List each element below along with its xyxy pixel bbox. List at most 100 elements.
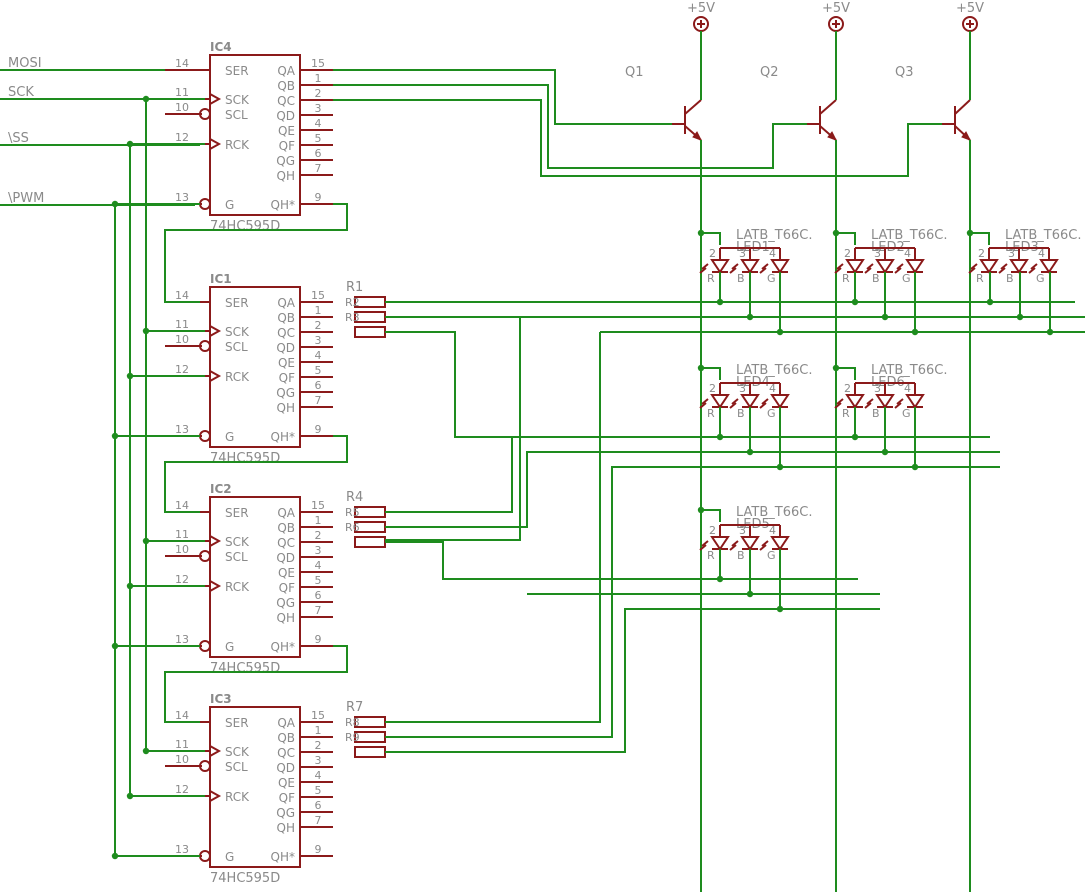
pin-number-14: 14 bbox=[175, 709, 189, 722]
pin-number-6: 6 bbox=[315, 799, 322, 812]
led-anode-wire bbox=[970, 232, 990, 245]
led-emission-arrow bbox=[731, 398, 739, 405]
pin-number-13: 13 bbox=[175, 843, 189, 856]
inverter-bubble bbox=[199, 550, 211, 562]
pin-number-1: 1 bbox=[315, 72, 322, 85]
pin-number-12: 12 bbox=[175, 573, 189, 586]
led-emission-arrow bbox=[701, 540, 709, 547]
led-pin-letter-G: G bbox=[902, 272, 911, 285]
pin-label-QG: QG bbox=[276, 386, 295, 400]
junction-dot bbox=[126, 582, 134, 590]
pin-label-QF: QF bbox=[279, 581, 295, 595]
pin-number-12: 12 bbox=[175, 363, 189, 376]
led-pin-number: 2 bbox=[978, 247, 985, 260]
led-emission-arrow bbox=[896, 398, 904, 405]
resistor-label: R5 bbox=[345, 506, 360, 519]
row-ic2-a bbox=[385, 437, 513, 513]
pin-label-SCL: SCL bbox=[225, 550, 248, 564]
pin-number-9: 9 bbox=[315, 191, 322, 204]
pin-label-RCK: RCK bbox=[225, 790, 250, 804]
ic-body bbox=[209, 496, 301, 658]
led-pin-letter-B: B bbox=[737, 272, 745, 285]
led-emission-arrow bbox=[864, 402, 872, 409]
pin-number-15: 15 bbox=[311, 57, 325, 70]
junction-dot bbox=[881, 448, 889, 456]
clock-marker bbox=[209, 745, 222, 757]
signal-label-2: \SS bbox=[8, 131, 29, 146]
junction-dot bbox=[746, 590, 754, 598]
pin-label-QD: QD bbox=[276, 761, 295, 775]
pin-label-SER: SER bbox=[225, 506, 249, 520]
emitter-arrow bbox=[961, 131, 972, 141]
pin-number-11: 11 bbox=[175, 86, 189, 99]
pin-label-G: G bbox=[225, 850, 234, 864]
led-pin-letter-R: R bbox=[707, 407, 715, 420]
led-part-label: LATB_T66C. bbox=[736, 363, 812, 378]
signal-label-1: SCK bbox=[8, 85, 34, 100]
led-diode bbox=[740, 259, 760, 274]
pin-number-1: 1 bbox=[315, 304, 322, 317]
led-emission-arrow bbox=[759, 402, 767, 409]
ic-name-IC4: IC4 bbox=[210, 40, 232, 54]
led-emission-arrow bbox=[759, 544, 767, 551]
pin-label-QD: QD bbox=[276, 551, 295, 565]
junction-dot bbox=[986, 298, 994, 306]
clock-marker bbox=[209, 370, 222, 382]
pin-label-QB: QB bbox=[277, 521, 295, 535]
emitter-arrow bbox=[692, 131, 703, 141]
pin-label-QA: QA bbox=[277, 64, 295, 78]
led-emission-arrow bbox=[701, 398, 709, 405]
led-diode bbox=[770, 536, 790, 551]
led-emission-arrow bbox=[731, 540, 739, 547]
led-emission-arrow bbox=[834, 267, 842, 274]
led-emission-arrow bbox=[729, 544, 737, 551]
led-anode-wire bbox=[701, 509, 721, 522]
led-diode bbox=[710, 394, 730, 409]
led-emission-arrow bbox=[836, 398, 844, 405]
junction-dot bbox=[911, 328, 919, 336]
led-pin-letter-G: G bbox=[902, 407, 911, 420]
supply-label: +5V bbox=[956, 1, 984, 16]
led-pin-number: 2 bbox=[709, 247, 716, 260]
junction-dot bbox=[746, 448, 754, 456]
junction-dot bbox=[142, 537, 150, 545]
led-pin-letter-B: B bbox=[737, 407, 745, 420]
junction-dot bbox=[142, 747, 150, 755]
led-part-label: LATB_T66C. bbox=[871, 228, 947, 243]
led-emission-arrow bbox=[866, 263, 874, 270]
resistor-label: R8 bbox=[345, 716, 360, 729]
led-emission-arrow bbox=[896, 263, 904, 270]
pin-label-SCL: SCL bbox=[225, 108, 248, 122]
pin-label-QA: QA bbox=[277, 296, 295, 310]
led-emission-arrow bbox=[834, 402, 842, 409]
pin-label-QE: QE bbox=[278, 566, 295, 580]
led-diode bbox=[710, 536, 730, 551]
pin-label-SCK: SCK bbox=[225, 535, 250, 549]
led-diode bbox=[845, 394, 865, 409]
pin-label-QE: QE bbox=[278, 776, 295, 790]
pin-label-QH*: QH* bbox=[271, 850, 295, 864]
resistor-label: R2 bbox=[345, 296, 360, 309]
resistor-name-R4: R4 bbox=[346, 490, 363, 505]
transistor-collector bbox=[954, 99, 971, 115]
emitter-arrow bbox=[827, 131, 838, 141]
led-pin-number: 4 bbox=[769, 247, 776, 260]
led-pin-letter-B: B bbox=[1006, 272, 1014, 285]
led-part-label: LATB_T66C. bbox=[871, 363, 947, 378]
led-pin-number: 2 bbox=[844, 247, 851, 260]
led-emission-arrow bbox=[836, 263, 844, 270]
led-pin-number: 3 bbox=[1008, 247, 1015, 260]
pin-label-QG: QG bbox=[276, 154, 295, 168]
clock-marker bbox=[209, 93, 222, 105]
resistor-label: R6 bbox=[345, 521, 360, 534]
ic-body bbox=[209, 706, 301, 868]
junction-dot bbox=[111, 642, 119, 650]
pin-label-QC: QC bbox=[277, 94, 295, 108]
pin-number-10: 10 bbox=[175, 753, 189, 766]
pin-label-SCK: SCK bbox=[225, 325, 250, 339]
pin-number-9: 9 bbox=[315, 633, 322, 646]
led-diode bbox=[905, 259, 925, 274]
pin-number-7: 7 bbox=[315, 814, 322, 827]
pin-label-QG: QG bbox=[276, 806, 295, 820]
led-pin-number: 4 bbox=[904, 247, 911, 260]
